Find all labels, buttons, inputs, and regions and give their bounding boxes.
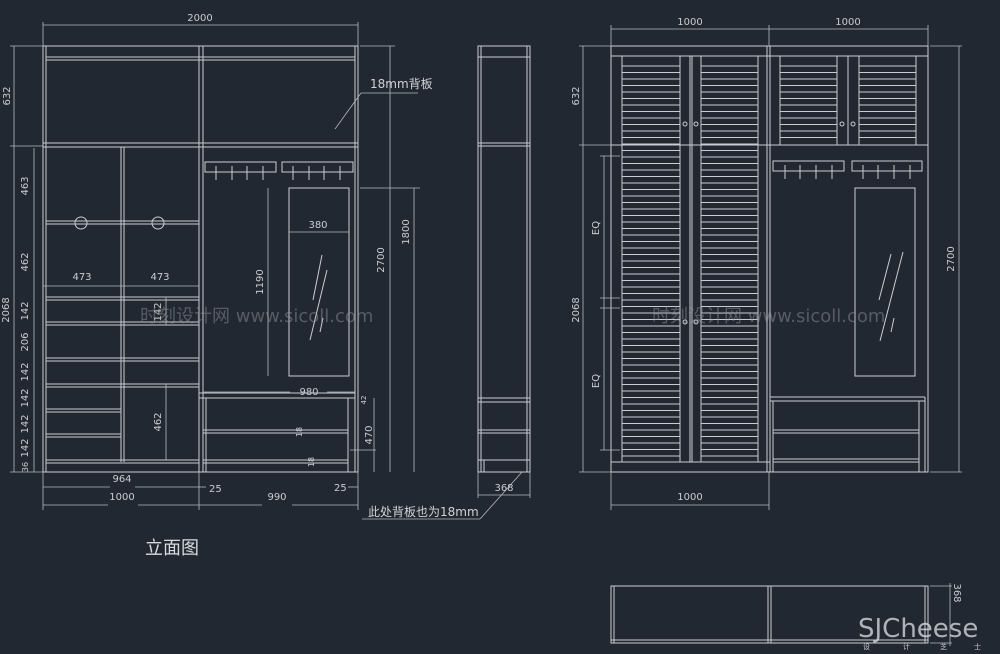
louver-door[interactable] bbox=[700, 55, 759, 463]
coat-hook-rack bbox=[204, 161, 354, 180]
dim-width-right: 1000 bbox=[835, 17, 860, 28]
dim-mirror-bottom: 1800 bbox=[401, 219, 412, 244]
louver-door[interactable] bbox=[779, 55, 838, 146]
cabinet-outline bbox=[42, 45, 359, 473]
louver-door[interactable] bbox=[621, 55, 681, 463]
door-knob-icon[interactable] bbox=[693, 121, 699, 127]
left-elevation: 2000 632 2068 463 462 142 206 142 142 14… bbox=[1, 13, 523, 520]
logo-sub-char: 计 bbox=[903, 642, 910, 651]
dim-section: 36 bbox=[21, 462, 30, 472]
dim-section: 142 bbox=[20, 362, 31, 381]
dim-section: 142 bbox=[20, 388, 31, 407]
dim-top-height: 632 bbox=[2, 86, 13, 105]
shelves bbox=[46, 220, 199, 464]
dim-section: 142 bbox=[20, 438, 31, 457]
hanging-rod-icon bbox=[151, 216, 165, 230]
dim-section: 462 bbox=[20, 252, 31, 271]
dim-mirror-width: 380 bbox=[308, 220, 327, 231]
louver-slats bbox=[622, 65, 916, 457]
door-knob-icon[interactable] bbox=[682, 121, 688, 127]
mirror bbox=[288, 187, 350, 377]
dim-gap-right: 25 bbox=[334, 483, 347, 494]
dim-column-width: 473 bbox=[72, 272, 91, 283]
logo-subtext: 设 计 芝 士 bbox=[863, 642, 981, 651]
hanging-rod-icon bbox=[74, 216, 88, 230]
dim-column-width: 473 bbox=[150, 272, 169, 283]
dim-eq: EQ bbox=[591, 221, 602, 235]
dim-side-depth: 368 bbox=[494, 483, 513, 494]
dimensions bbox=[579, 25, 962, 510]
logo-sub-char: 士 bbox=[974, 642, 981, 651]
dim-inner-142: 142 bbox=[153, 302, 164, 321]
door-knob-icon[interactable] bbox=[682, 319, 688, 325]
dim-section: 142 bbox=[20, 301, 31, 320]
louver-door[interactable] bbox=[858, 55, 917, 146]
dim-plan-depth: 368 bbox=[951, 583, 962, 602]
dim-lower-height: 2068 bbox=[1, 297, 12, 322]
dim-bench-top: 42 bbox=[360, 396, 368, 405]
dim-gap-left: 25 bbox=[209, 484, 222, 495]
dim-bottom-width: 1000 bbox=[677, 492, 702, 503]
dim-total-height: 2700 bbox=[376, 247, 387, 272]
logo-sub-char: 设 bbox=[863, 642, 870, 651]
logo-watermark: SJCheese bbox=[858, 614, 978, 644]
dim-990: 990 bbox=[267, 492, 286, 503]
bench bbox=[199, 392, 355, 472]
note-back-panel: 18mm背板 bbox=[370, 77, 433, 91]
dim-bench-width: 980 bbox=[299, 387, 318, 398]
dim-eq: EQ bbox=[591, 374, 602, 388]
note-back-panel-here: 此处背板也为18mm bbox=[368, 505, 479, 519]
dimensions bbox=[10, 22, 420, 510]
dim-board-18: 18 bbox=[295, 427, 304, 437]
dim-width-left: 1000 bbox=[677, 17, 702, 28]
drawing-title: 立面图 bbox=[145, 538, 199, 559]
mirror bbox=[854, 187, 916, 377]
site-watermark: 时刻设计网 www.sicoll.com bbox=[140, 306, 373, 327]
dim-total-height: 2700 bbox=[946, 246, 957, 271]
dim-1000: 1000 bbox=[109, 492, 134, 503]
site-watermark: 时刻设计网 www.sicoll.com bbox=[652, 306, 885, 327]
right-elevation: 1000 1000 632 2068 EQ EQ 2700 1000 bbox=[571, 17, 962, 510]
door-knob-icon[interactable] bbox=[839, 121, 845, 127]
dim-bench-height: 470 bbox=[364, 425, 375, 444]
door-knob-icon[interactable] bbox=[850, 121, 856, 127]
dim-inner-462: 462 bbox=[153, 412, 164, 431]
dim-lower-height: 2068 bbox=[571, 297, 582, 322]
dim-overall-width: 2000 bbox=[187, 13, 212, 24]
plan-view: 368 bbox=[610, 583, 962, 646]
dim-top-height: 632 bbox=[571, 86, 582, 105]
dim-section: 463 bbox=[20, 176, 31, 195]
coat-hook-rack bbox=[772, 160, 923, 179]
door-knob-icon[interactable] bbox=[693, 319, 699, 325]
dim-964: 964 bbox=[112, 474, 131, 485]
dim-mirror-height: 1190 bbox=[255, 269, 266, 294]
dim-board-18: 18 bbox=[307, 457, 316, 467]
dim-section: 206 bbox=[20, 332, 31, 351]
dim-section: 142 bbox=[20, 414, 31, 433]
side-view: 368 bbox=[477, 45, 531, 498]
logo-sub-char: 芝 bbox=[940, 642, 947, 651]
bench bbox=[770, 396, 926, 472]
